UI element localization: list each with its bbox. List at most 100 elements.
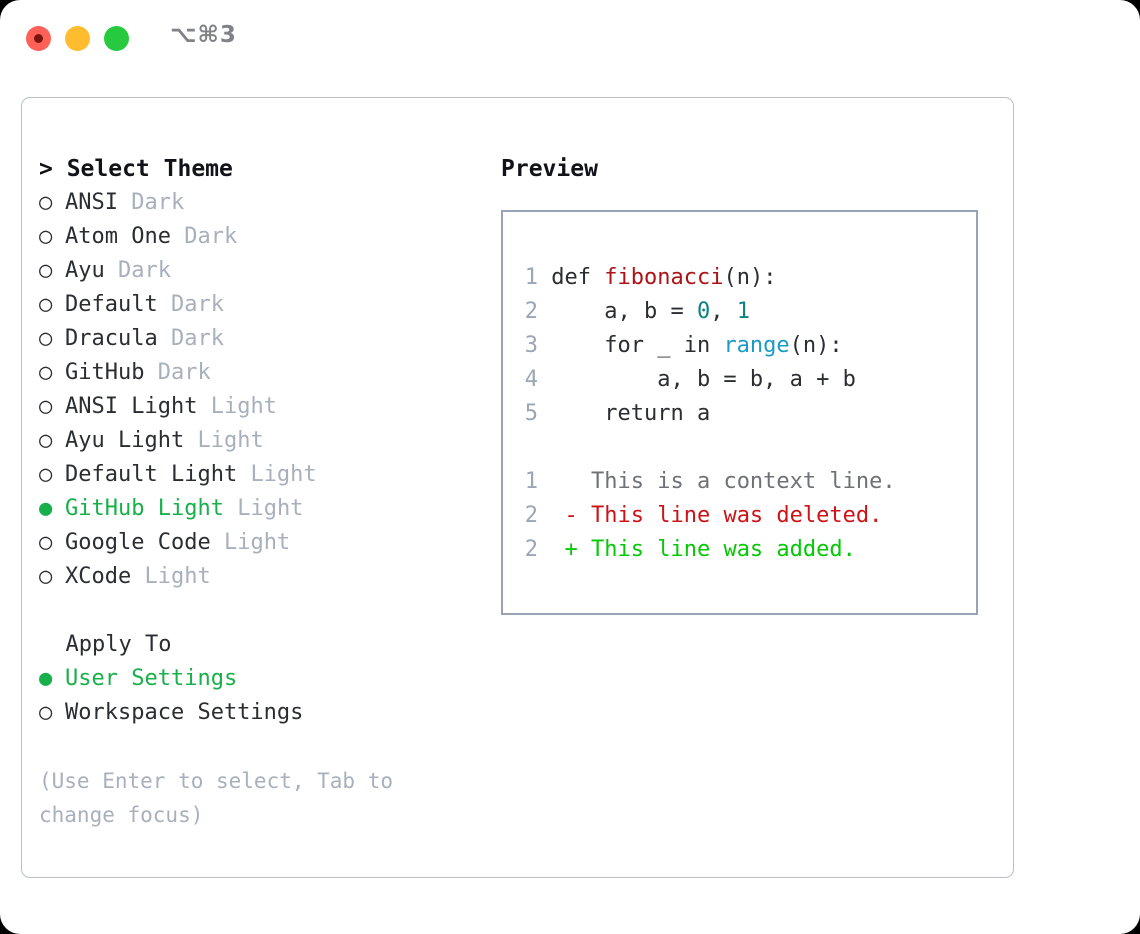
- radio-unselected-icon: ○: [39, 326, 53, 351]
- theme-kind-tag: Dark: [170, 326, 224, 351]
- code-line: 5 return a: [516, 397, 968, 431]
- close-button[interactable]: [26, 26, 51, 51]
- traffic-light-buttons: [26, 26, 129, 51]
- minimize-button[interactable]: [65, 26, 90, 51]
- theme-kind-tag: Light: [144, 564, 211, 589]
- theme-name: Default: [65, 292, 158, 317]
- diff-marker: [565, 469, 578, 494]
- radio-unselected-icon: ○: [39, 190, 53, 215]
- theme-kind-tag: Light: [210, 394, 277, 419]
- radio-selected-icon: ●: [39, 666, 53, 691]
- theme-name: Default Light: [65, 462, 238, 487]
- title-bar: ⌥⌘3: [0, 0, 1140, 78]
- section-spacer: [39, 594, 479, 628]
- code-line: 1 def fibonacci(n):: [516, 261, 968, 295]
- theme-list-item[interactable]: ○ XCode Light: [39, 560, 479, 594]
- theme-name: XCode: [65, 564, 132, 589]
- code-token-plain: def: [551, 265, 605, 290]
- radio-unselected-icon: ○: [39, 700, 53, 725]
- apply-to-option[interactable]: ○ Workspace Settings: [39, 696, 479, 730]
- theme-list-item[interactable]: ● GitHub Light Light: [39, 492, 479, 526]
- apply-to-option[interactable]: ● User Settings: [39, 662, 479, 696]
- theme-list-item[interactable]: ○ Atom One Dark: [39, 220, 479, 254]
- theme-chooser-column: > Select Theme ○ANSI Dark○Atom One Dark○…: [39, 152, 479, 832]
- theme-list-item[interactable]: ○GitHub Dark: [39, 356, 479, 390]
- theme-kind-tag: Light: [197, 428, 264, 453]
- theme-name: GitHub Light: [65, 496, 224, 521]
- theme-list: ○ANSI Dark○Atom One Dark○Ayu Dark○Defaul…: [39, 186, 479, 594]
- diff-line-number: 1: [524, 469, 538, 494]
- code-token-num: 0: [696, 299, 711, 324]
- select-theme-header: > Select Theme: [39, 156, 233, 182]
- theme-name: Ayu: [65, 258, 105, 283]
- keyboard-hint-text: (Use Enter to select, Tab to change focu…: [39, 769, 394, 827]
- code-token-plain: (n):: [723, 265, 777, 290]
- diff-line-number: 2: [524, 537, 538, 562]
- radio-unselected-icon: ○: [39, 428, 53, 453]
- preview-column: Preview 1 def fibonacci(n):2 a, b = 0, 1…: [501, 152, 991, 615]
- radio-unselected-icon: ○: [39, 360, 53, 385]
- diff-spacer: [516, 431, 968, 465]
- code-line: 2 a, b = 0, 1: [516, 295, 968, 329]
- theme-kind-tag: Light: [223, 530, 291, 555]
- code-line: 3 for _ in range(n):: [516, 329, 968, 363]
- code-line-number: 4: [524, 367, 538, 392]
- theme-list-item[interactable]: ○ANSI Dark: [39, 186, 479, 220]
- radio-unselected-icon: ○: [39, 258, 53, 283]
- zoom-button[interactable]: [104, 26, 129, 51]
- theme-name: Ayu Light: [65, 428, 185, 453]
- apply-to-options: ● User Settings ○ Workspace Settings: [39, 662, 479, 730]
- diff-text: This line was added.: [577, 537, 856, 562]
- apply-to-header: Apply To: [39, 632, 172, 657]
- radio-unselected-icon: ○: [39, 564, 53, 589]
- code-token-num: 1: [736, 299, 750, 324]
- code-line-number: 5: [524, 401, 538, 426]
- diff-text: This is a context line.: [577, 469, 896, 494]
- diff-sample: 1 This is a context line.2 - This line w…: [516, 465, 968, 567]
- radio-unselected-icon: ○: [39, 292, 53, 317]
- theme-list-item[interactable]: ○ Ayu Light Light: [39, 424, 479, 458]
- diff-text: This line was deleted.: [577, 503, 883, 528]
- keyboard-shortcut-label: ⌥⌘3: [170, 22, 237, 48]
- diff-line-removed: 2 - This line was deleted.: [516, 499, 968, 533]
- theme-name: Atom One: [65, 224, 171, 249]
- theme-kind-tag: Light: [250, 462, 317, 487]
- code-token-kw: range: [723, 333, 790, 358]
- theme-kind-tag: Dark: [157, 360, 211, 385]
- theme-list-item[interactable]: ○ ANSI Light Light: [39, 390, 479, 424]
- radio-unselected-icon: ○: [39, 394, 53, 419]
- radio-unselected-icon: ○: [39, 530, 53, 555]
- radio-selected-icon: ●: [39, 496, 53, 521]
- preview-title: Preview: [501, 156, 598, 182]
- theme-list-item[interactable]: ○Dracula Dark: [39, 322, 479, 356]
- theme-kind-tag: Dark: [118, 258, 171, 283]
- code-token-plain: return a: [551, 401, 711, 426]
- code-line-number: 3: [524, 333, 538, 358]
- theme-list-item[interactable]: ○Google Code Light: [39, 526, 479, 560]
- radio-unselected-icon: ○: [39, 224, 53, 249]
- theme-name: ANSI: [65, 190, 118, 215]
- diff-line-context: 1 This is a context line.: [516, 465, 968, 499]
- theme-kind-tag: Dark: [170, 292, 224, 317]
- close-icon: [34, 34, 43, 43]
- diff-marker: -: [564, 503, 578, 528]
- theme-list-item[interactable]: ○Default Light Light: [39, 458, 479, 492]
- diff-marker: +: [564, 537, 578, 562]
- theme-name: ANSI Light: [65, 394, 198, 419]
- code-line-number: 1: [524, 265, 538, 290]
- code-token-plain: a, b =: [551, 299, 697, 324]
- theme-kind-tag: Dark: [184, 224, 238, 249]
- apply-to-option-label: User Settings: [65, 666, 238, 691]
- theme-list-item[interactable]: ○ Ayu Dark: [39, 254, 479, 288]
- code-line: 4 a, b = b, a + b: [516, 363, 968, 397]
- apply-to-option-label: Workspace Settings: [65, 700, 304, 725]
- code-token-plain: for _ in: [551, 333, 724, 358]
- theme-kind-tag: Light: [237, 496, 304, 521]
- theme-settings-panel: > Select Theme ○ANSI Dark○Atom One Dark○…: [21, 97, 1014, 878]
- theme-list-item[interactable]: ○ Default Dark: [39, 288, 479, 322]
- code-token-plain: a, b = b, a + b: [551, 367, 856, 392]
